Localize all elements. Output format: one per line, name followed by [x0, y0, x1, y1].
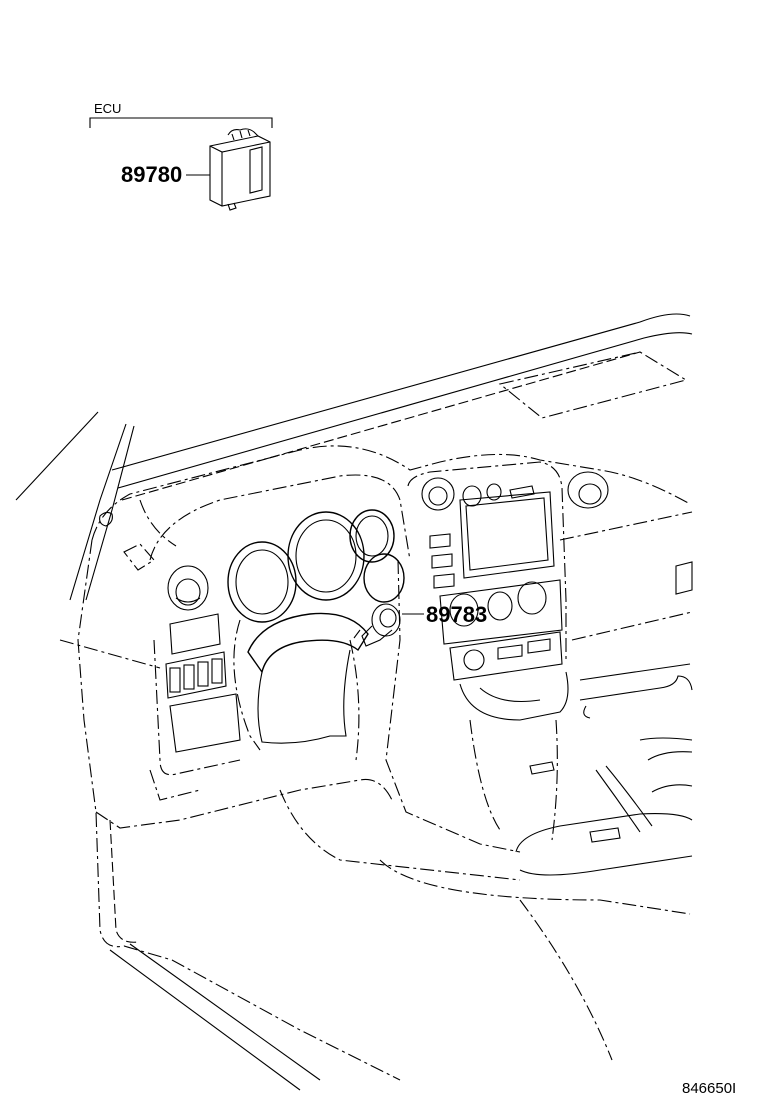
part-number-89780[interactable]: 89780: [121, 162, 182, 187]
center-vents: [421, 471, 609, 511]
switch-row: [165, 651, 227, 699]
dashboard-illustration: [15, 313, 693, 1091]
ecu-module-icon[interactable]: [209, 128, 271, 211]
center-display: [459, 491, 555, 579]
part-number-89783[interactable]: 89783: [426, 602, 487, 627]
ecu-group: ECU 89780: [89, 101, 273, 211]
ecu-bracket: [89, 117, 273, 128]
ecu-label: ECU: [94, 101, 121, 116]
immobilizer-coil-icon[interactable]: [353, 603, 401, 647]
instrument-gauges: [227, 509, 405, 623]
figure-number: 846650I: [682, 1080, 736, 1097]
left-vent: [167, 565, 209, 611]
climate-knobs: [439, 579, 563, 645]
